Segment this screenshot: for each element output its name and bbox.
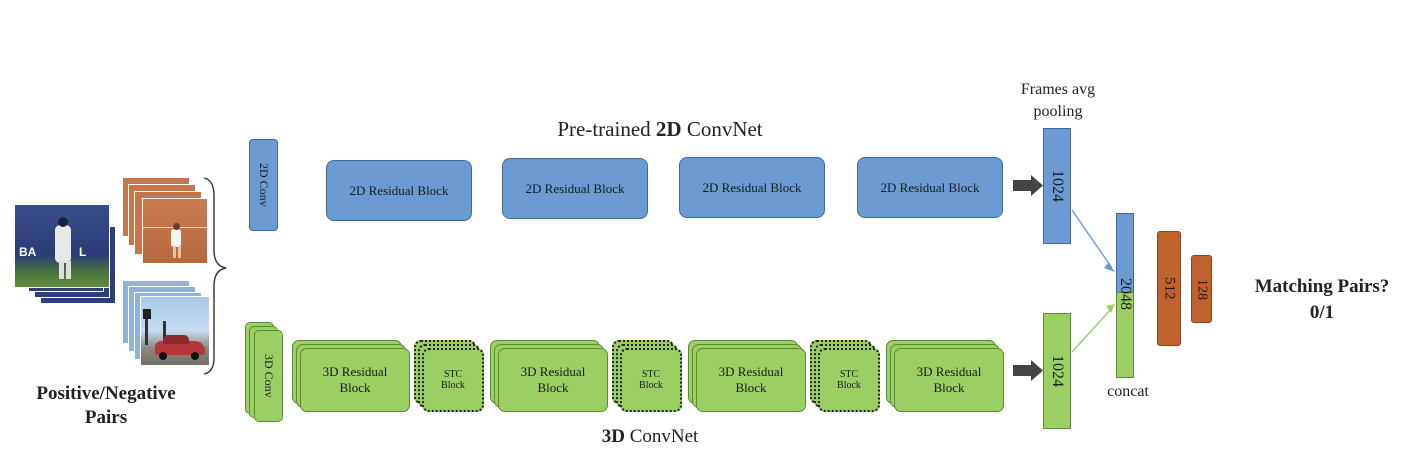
bottom-title-suffix: ConvNet [629,426,699,447]
stc-block: STC Block [422,348,484,412]
pool-caption-line2: pooling [1033,103,1083,120]
2d-residual-label: 2D Residual Block [349,182,449,198]
2d-residual-label: 2D Residual Block [880,179,980,195]
fc-128: 128 [1191,255,1212,323]
curly-brace [203,177,227,375]
3d-residual-block: 3D Residual Block [498,348,608,412]
top-title-prefix: Pre-trained [557,117,651,141]
input-frames: BA L [14,176,214,376]
fc-512: 512 [1157,231,1181,346]
2d-conv-block: 2D Conv [249,139,278,231]
stadium-banner-text: BA [19,245,37,259]
tennis-frame-front [142,198,208,264]
bottom-feature-1024: 1024 [1043,313,1071,429]
top-to-concat-line [1071,209,1113,269]
3d-conv-label: 3D Conv [262,354,276,398]
stc-block: STC Block [620,348,682,412]
pool-caption: Frames avg pooling [998,79,1118,123]
stadium-banner-text: L [79,245,87,259]
2d-residual-block-3: 2D Residual Block [679,157,825,218]
3d-conv-block: 3D Conv [254,330,283,422]
2d-residual-label: 2D Residual Block [525,180,625,196]
output-line1: Matching Pairs? [1254,276,1390,297]
3d-residual-block: 3D Residual Block [300,348,410,412]
car-frame-front [140,296,210,366]
fc-128-label: 128 [1194,278,1210,300]
input-label-line1: Positive/Negative [36,383,176,404]
2d-residual-block-1: 2D Residual Block [326,160,472,221]
output-line2: 0/1 [1309,302,1335,323]
top-feature-1024: 1024 [1043,128,1071,244]
2d-residual-label: 2D Residual Block [702,179,802,195]
top-title-bold: 2D [655,117,682,141]
concat-dim-label: 2048 [1111,262,1139,326]
stc-block-label: STC Block [837,369,861,391]
fc-512-label: 512 [1161,277,1178,300]
bottom-pool-arrow [1013,360,1043,381]
3d-residual-block: 3D Residual Block [894,348,1004,412]
3d-residual-label: 3D Residual Block [520,364,586,395]
3d-residual-label: 3D Residual Block [916,364,982,395]
bottom-branch-title: 3D ConvNet [520,426,780,448]
concat-dim-text: 2048 [1117,278,1134,310]
top-pool-arrow [1013,175,1043,196]
stc-block-label: STC Block [639,369,663,391]
2d-residual-block-2: 2D Residual Block [502,158,648,219]
bottom-title-bold: 3D [601,426,625,447]
3d-residual-label: 3D Residual Block [718,364,784,395]
concat-label: concat [1107,383,1149,400]
bottom-to-concat-line [1071,307,1113,353]
2d-residual-block-4: 2D Residual Block [857,157,1003,218]
stc-block: STC Block [818,348,880,412]
football-frame-front: BA L [14,204,110,288]
concat-bottom-half [1116,292,1134,378]
3d-residual-block: 3D Residual Block [696,348,806,412]
top-feature-label: 1024 [1049,170,1066,202]
3d-residual-label: 3D Residual Block [322,364,388,395]
output-label: Matching Pairs? 0/1 [1222,274,1422,326]
input-label-line2: Pairs [84,407,128,428]
pool-caption-line1: Frames avg [1020,81,1096,98]
bottom-feature-label: 1024 [1049,355,1066,387]
2d-conv-label: 2D Conv [257,163,271,207]
input-label: Positive/Negative Pairs [6,382,206,430]
top-branch-title: Pre-trained 2D ConvNet [470,117,850,142]
stc-block-label: STC Block [441,369,465,391]
top-title-suffix: ConvNet [686,117,763,141]
